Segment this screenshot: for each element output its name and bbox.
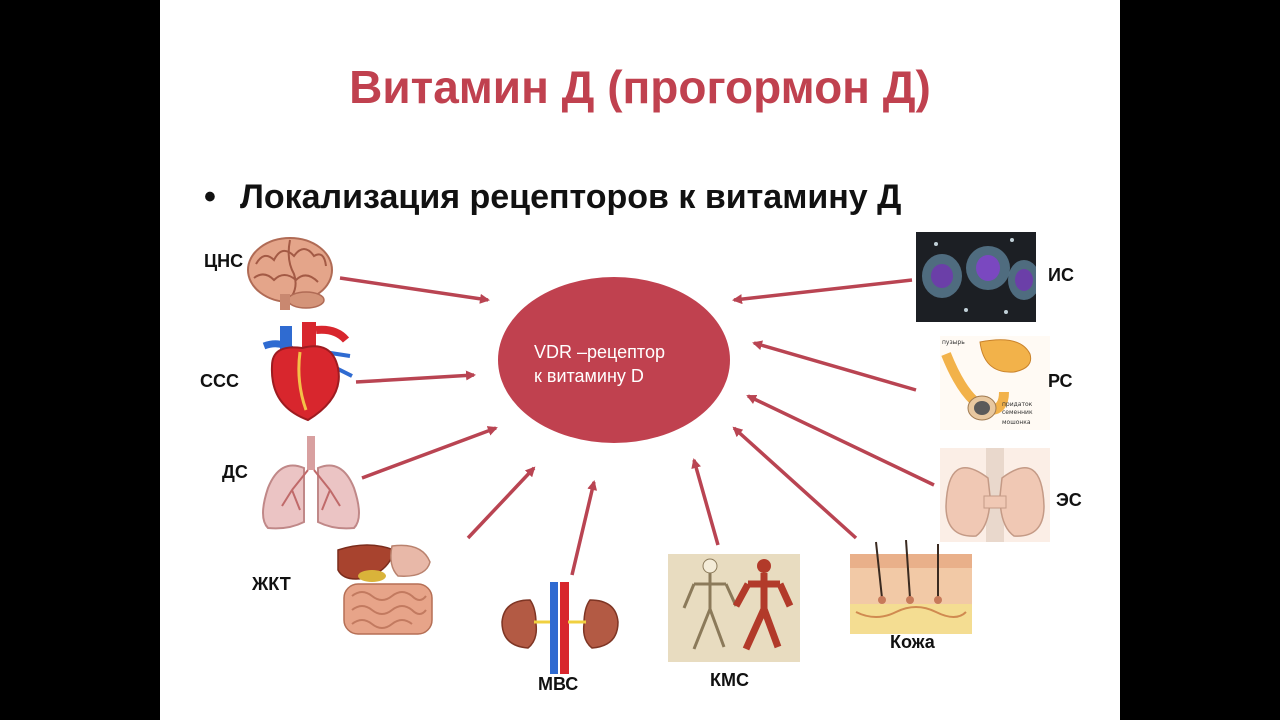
label-skin: Кожа	[890, 632, 935, 653]
arrow-ccc	[356, 375, 474, 382]
arrow-zhkt	[468, 468, 534, 538]
immune-cells-icon	[916, 232, 1036, 322]
arrow-es	[748, 396, 934, 485]
label-cns: ЦНС	[204, 251, 243, 272]
label-zhkt: ЖКТ	[252, 574, 291, 595]
lungs-icon	[256, 432, 366, 530]
digestive-system-icon	[332, 540, 442, 640]
arrow-rs	[754, 343, 916, 390]
arrow-cns	[340, 278, 488, 300]
kidneys-icon	[500, 582, 620, 674]
label-rs: РС	[1048, 371, 1073, 392]
arrow-is	[734, 280, 912, 300]
brain-icon	[246, 234, 336, 312]
reproductive-system-icon: пузырь придаток семенник мошонка	[940, 336, 1050, 430]
rs-label-testis: семенник	[1002, 409, 1033, 416]
rs-label-bladder: пузырь	[942, 339, 965, 346]
label-is: ИС	[1048, 265, 1074, 286]
vdr-receptor-label: VDR –рецептор к витамину D	[534, 340, 665, 388]
arrow-kms	[694, 460, 718, 545]
rs-label-scrotum: мошонка	[1002, 419, 1031, 426]
label-mvs: МВС	[538, 674, 578, 695]
label-es: ЭС	[1056, 490, 1082, 511]
label-kms: КМС	[710, 670, 749, 691]
thyroid-gland-icon	[940, 448, 1050, 542]
label-ccc: ССС	[200, 371, 239, 392]
label-ds: ДС	[222, 462, 248, 483]
skeleton-muscles-icon	[668, 554, 800, 662]
rs-label-epididymis: придаток	[1002, 401, 1033, 408]
arrow-skin	[734, 428, 856, 538]
arrow-mvs	[572, 482, 594, 575]
arrow-ds	[362, 428, 496, 478]
slide: Витамин Д (прогормон Д) •Локализация рец…	[160, 0, 1120, 720]
heart-icon	[250, 322, 358, 422]
skin-layers-icon	[846, 540, 976, 640]
